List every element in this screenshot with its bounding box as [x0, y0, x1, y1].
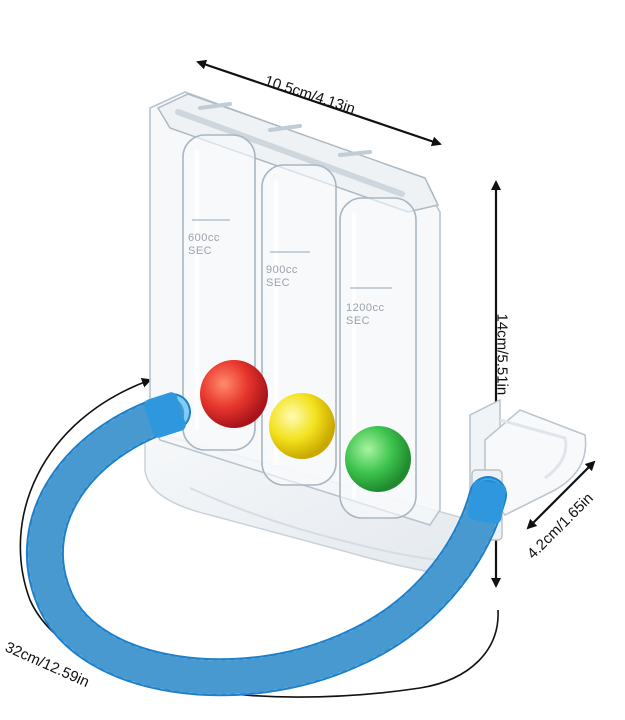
height-dimension-label: 14cm/5.51in [493, 313, 511, 396]
ball-green [345, 426, 411, 492]
chamber-left-marking: 600cc SEC [188, 232, 220, 257]
ball-yellow [269, 393, 335, 459]
chamber-middle-marking: 900cc SEC [266, 264, 298, 289]
width-arrow [196, 59, 442, 147]
chamber-right-marking: 1200cc SEC [346, 302, 385, 327]
ball-red [200, 360, 268, 428]
mouthpiece-arrow [526, 460, 596, 530]
flexible-tube [26, 393, 507, 697]
